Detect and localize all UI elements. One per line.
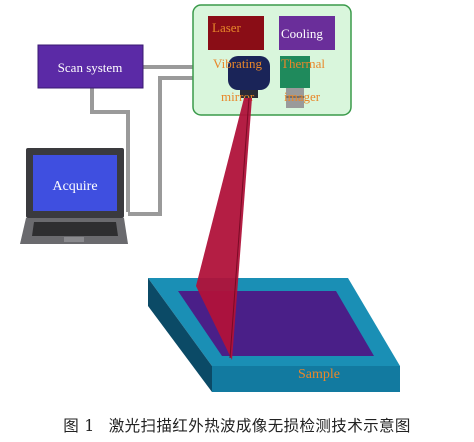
laser-label: Laser <box>212 20 242 35</box>
laser-beam-edge <box>229 97 250 359</box>
figure-caption-text: 激光扫描红外热波成像无损检测技术示意图 <box>108 417 411 435</box>
laptop-keyboard <box>32 222 118 236</box>
vibrating-mirror-label-1: Vibrating <box>213 56 263 71</box>
laptop: Acquire <box>20 148 128 244</box>
laptop-screen <box>33 155 117 211</box>
scan-system-box: Scan system <box>37 44 144 89</box>
acquire-label: Acquire <box>52 179 97 194</box>
thermal-imager: Thermal imager <box>280 56 325 108</box>
laptop-touchpad <box>64 237 84 242</box>
cooling-box: Cooling <box>279 16 335 50</box>
scan-system-label: Scan system <box>58 60 123 75</box>
cooling-label: Cooling <box>281 26 323 41</box>
imager-lens-ring <box>286 96 304 98</box>
figure-caption: 图 1 激光扫描红外热波成像无损检测技术示意图 <box>0 414 474 438</box>
cable-scan-to-laptop <box>90 88 130 212</box>
cable-laptop-to-module <box>128 76 193 216</box>
cables <box>90 65 193 216</box>
sample-left-face <box>148 278 212 392</box>
sample-front-face <box>212 366 400 392</box>
figure-number: 图 1 <box>63 417 95 435</box>
laser-beam <box>196 97 252 360</box>
mirror-mount <box>240 90 258 98</box>
sample-label: Sample <box>298 367 340 382</box>
thermal-imager-label-2: imager <box>284 89 321 104</box>
laser-box: Laser <box>208 16 264 50</box>
sample-plate: Sample <box>148 278 400 392</box>
vibrating-mirror: Vibrating mirror <box>213 56 270 104</box>
thermal-imager-label-1: Thermal <box>281 56 325 71</box>
